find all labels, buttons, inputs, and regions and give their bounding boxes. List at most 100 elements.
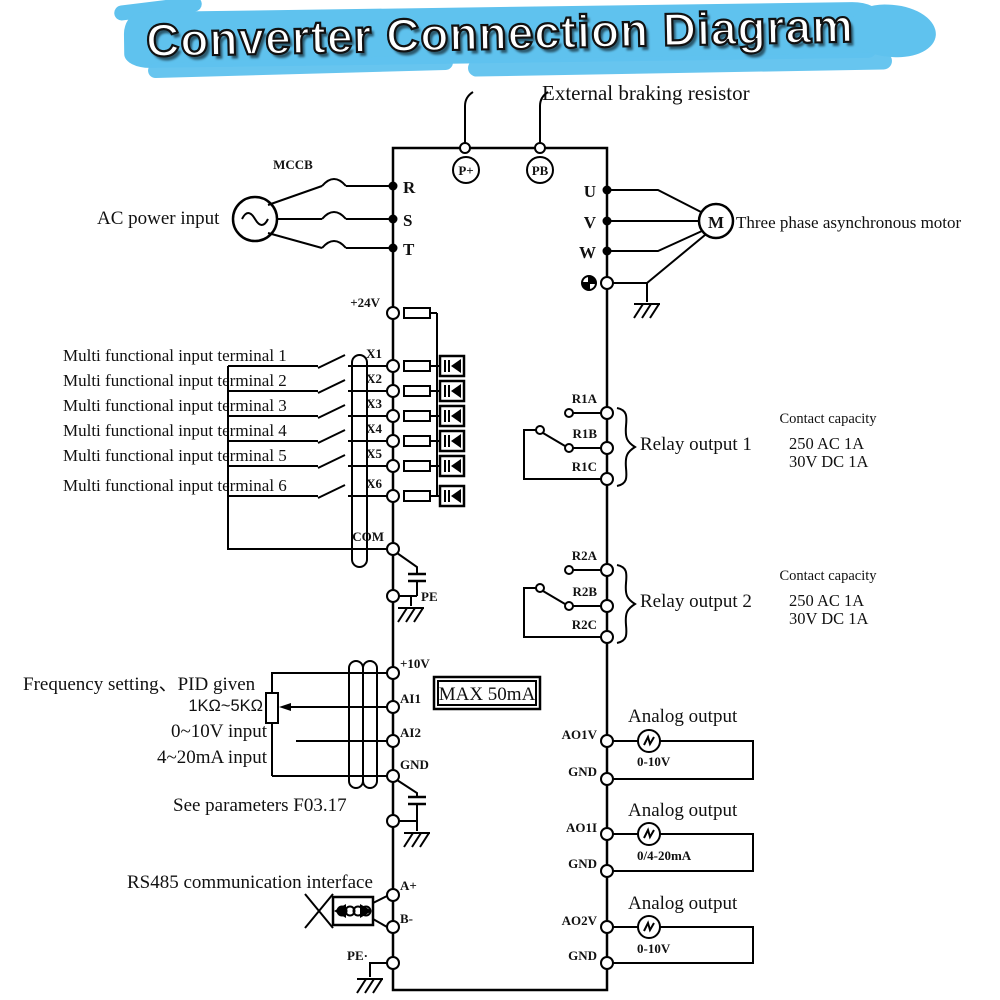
capacity-line-2: 30V DC 1A (789, 452, 869, 471)
ao2v-label: AO2V (562, 913, 598, 928)
range-label: 0-10V (637, 941, 671, 956)
braking-resistor-section: External braking resistor P+ PB (452, 81, 750, 184)
range-label: 0/4-20mA (637, 848, 692, 863)
external-braking-resistor-label: External braking resistor (542, 81, 750, 105)
terminal-v-label: V (584, 213, 597, 232)
analog-output-1-section: Analog output AO1V GND 0-10V (562, 706, 754, 786)
signal-meter-icon (637, 729, 661, 753)
p-plus-label: P+ (458, 163, 473, 178)
x4-label: X4 (366, 421, 382, 436)
gnd-label: GND (568, 856, 597, 871)
analog-input-section: Frequency setting、PID given 1KΩ~5KΩ 0~10… (23, 656, 542, 848)
rs485-label: RS485 communication interface (127, 872, 373, 893)
potentiometer-icon (265, 692, 279, 724)
mccb-label: MCCB (273, 157, 313, 172)
x2-label: X2 (366, 371, 382, 386)
input-terminal-1-label: Multi functional input terminal 1 (63, 346, 287, 365)
resistor-icon (403, 410, 431, 422)
x1-label: X1 (366, 346, 382, 361)
relay-output-2-section: R2A R2B R2C Relay output 2 Contact capac… (523, 548, 877, 644)
plus10v-label: +10V (400, 656, 430, 671)
r2a-label: R2A (572, 548, 598, 563)
analog-output-3-section: Analog output AO2V GND 0-10V (562, 893, 754, 970)
r1b-label: R1B (572, 426, 597, 441)
relay-output-1-label: Relay output 1 (640, 434, 752, 455)
optocoupler-icon (438, 404, 466, 428)
shield-icon (362, 660, 378, 789)
input-terminal-4-label: Multi functional input terminal 4 (63, 421, 287, 440)
relay-output-2-label: Relay output 2 (640, 591, 752, 612)
analog-output-title: Analog output (628, 893, 738, 914)
max-current-box: MAX 50mA (432, 675, 542, 711)
resistor-icon (403, 360, 431, 372)
b-minus-label: B- (400, 911, 413, 926)
plus24v-label: +24V (350, 295, 380, 310)
capacity-line-1: 250 AC 1A (789, 591, 864, 610)
optocoupler-icon (438, 429, 466, 453)
capacity-line-2: 30V DC 1A (789, 609, 869, 628)
ao1v-label: AO1V (562, 727, 598, 742)
optocoupler-icon (438, 484, 466, 508)
x3-label: X3 (366, 396, 382, 411)
ac-power-input-section: AC power input MCCB R S T (97, 157, 416, 259)
wiper-arrow-icon (279, 703, 291, 711)
optocoupler-icon (438, 454, 466, 478)
signal-meter-icon (637, 915, 661, 939)
terminal-w-label: W (579, 243, 596, 262)
input-terminal-3-label: Multi functional input terminal 3 (63, 396, 287, 415)
optocoupler-icon (438, 354, 466, 378)
capacity-line-1: 250 AC 1A (789, 434, 864, 453)
shield-icon (348, 660, 364, 789)
chassis-ground-icon (403, 832, 431, 848)
capacitor-icon (406, 572, 428, 583)
gnd-label: GND (568, 948, 597, 963)
resistor-icon (403, 490, 431, 502)
input-terminal-5-label: Multi functional input terminal 5 (63, 446, 287, 465)
analog-output-title: Analog output (628, 706, 738, 727)
resistor-icon (403, 385, 431, 397)
input-terminal-2-label: Multi functional input terminal 2 (63, 371, 287, 390)
motor-label: Three phase asynchronous motor (736, 213, 962, 232)
resistor-icon (403, 460, 431, 472)
input-terminal-6-label: Multi functional input terminal 6 (63, 476, 287, 495)
pot-range-label: 1KΩ~5KΩ (188, 697, 263, 715)
range-label: 0-10V (637, 754, 671, 769)
contact-capacity-title: Contact capacity (779, 568, 877, 584)
analog-output-2-section: Analog output AO1I GND 0/4-20mA (566, 800, 754, 878)
gnd-label: GND (400, 757, 429, 772)
x5-label: X5 (366, 446, 382, 461)
frequency-setting-label: Frequency setting、PID given (23, 674, 256, 695)
voltage-input-label: 0~10V input (171, 721, 268, 742)
relay-contact-icon (523, 565, 601, 638)
optocoupler-icon (438, 379, 466, 403)
relay-output-1-section: R1A R1B R1C Relay output 1 Contact capac… (523, 391, 877, 487)
a-plus-label: A+ (400, 878, 417, 893)
relay-contact-icon (523, 408, 601, 480)
shield-icon (351, 354, 368, 568)
pb-terminal (526, 156, 554, 184)
r2b-label: R2B (572, 584, 597, 599)
brace (616, 407, 637, 487)
signal-meter-icon (637, 822, 661, 846)
r1a-label: R1A (572, 391, 598, 406)
terminal-t-label: T (403, 240, 415, 259)
see-parameters-note: See parameters F03.17 (173, 795, 347, 816)
chassis-ground-icon (356, 978, 384, 994)
motor-output-section: U V W M Three phase asynchronous motor (579, 182, 962, 319)
pe-label: PE (421, 589, 438, 604)
ac-power-input-label: AC power input (97, 208, 220, 229)
brace (616, 564, 637, 644)
resistor-icon (403, 307, 431, 319)
r1c-label: R1C (572, 459, 597, 474)
motor-symbol: M (708, 213, 724, 232)
terminal-r-label: R (403, 178, 416, 197)
gnd-label: GND (568, 764, 597, 779)
contact-capacity-title: Contact capacity (779, 411, 877, 427)
ao1i-label: AO1I (566, 820, 597, 835)
motor-icon (697, 202, 735, 240)
capacitor-icon (406, 795, 428, 806)
x6-label: X6 (366, 476, 382, 491)
chassis-ground-icon (397, 607, 425, 623)
